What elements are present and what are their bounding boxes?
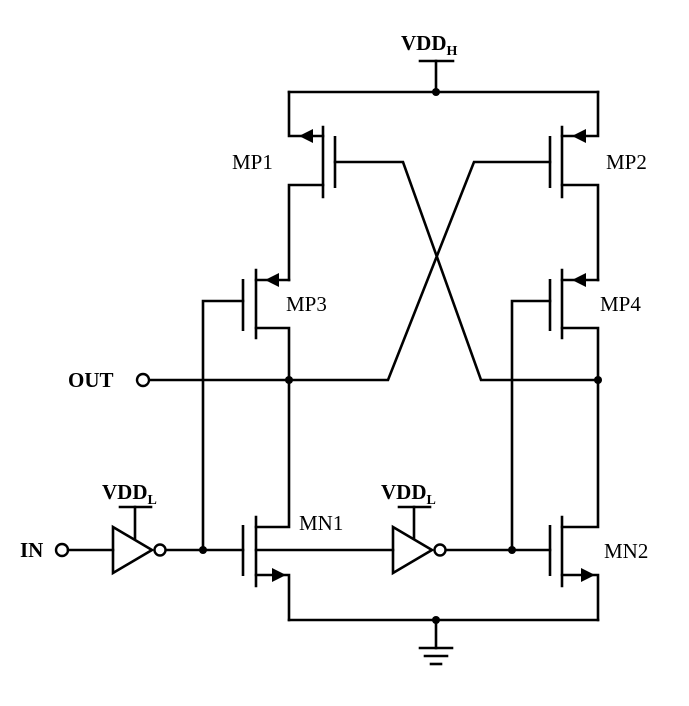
mp4-source-arrow (572, 273, 586, 287)
out-terminal (135, 372, 151, 388)
mp2-source-arrow (572, 129, 586, 143)
transistor-mn1: MN1 (241, 378, 343, 622)
in-label: IN (20, 538, 43, 562)
second-inverter: VDDL (381, 480, 447, 576)
second-inverter-vdd-low-label: VDDL (381, 480, 436, 508)
input-inverter: VDDL (102, 480, 167, 576)
mp1-gate-cross-wire (333, 160, 600, 382)
transistor-mp4: MP4 (510, 268, 641, 552)
second-inverter-bubble (433, 543, 447, 557)
mn1-label: MN1 (299, 511, 343, 535)
vdd-high-supply: VDDH (401, 31, 458, 94)
transistor-mp1: MP1 (232, 90, 337, 282)
transistor-mp3: MP3 (201, 268, 327, 552)
mn2-label: MN2 (604, 539, 648, 563)
out-label: OUT (68, 368, 114, 392)
mp2-label: MP2 (606, 150, 647, 174)
transistor-mp2: MP2 (548, 90, 647, 282)
vdd-high-junction (432, 88, 440, 96)
in-buffered-junction (508, 546, 516, 554)
ground-icon (418, 618, 454, 666)
mp3-source-arrow (265, 273, 279, 287)
mn1-source-arrow (272, 568, 286, 582)
mp4-label: MP4 (600, 292, 641, 316)
mp1-source-arrow (299, 129, 313, 143)
mp2-gate-cross-wire (287, 160, 552, 382)
transistor-mn2: MN2 (548, 378, 648, 622)
vdd-high-label: VDDH (401, 31, 458, 59)
mp3-label: MP3 (286, 292, 327, 316)
input-inverter-bubble (153, 543, 167, 557)
mn2-source-arrow (581, 568, 595, 582)
mp1-label: MP1 (232, 150, 273, 174)
in-terminal (54, 542, 70, 558)
in-bar-junction (199, 546, 207, 554)
input-inverter-vdd-low-label: VDDL (102, 480, 157, 508)
